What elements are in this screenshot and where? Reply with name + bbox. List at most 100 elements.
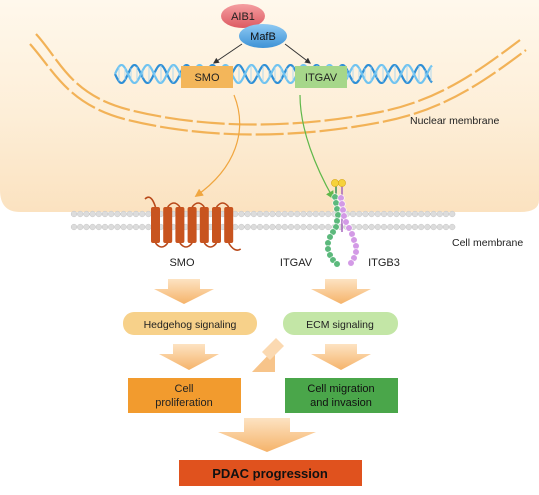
smo-gene-box <box>181 66 233 88</box>
lipid-head <box>405 223 412 231</box>
down-arrow-itg <box>311 279 371 304</box>
lipid-head <box>145 223 152 231</box>
lipid-head <box>256 210 264 218</box>
lipid-head <box>132 223 140 231</box>
lipid-head <box>294 210 301 218</box>
cell-membrane-label: Cell membrane <box>452 237 523 249</box>
nuclear-membrane <box>29 33 527 136</box>
down-arrow-smo <box>154 279 214 304</box>
aib1-ellipse <box>221 4 265 28</box>
lipid-head <box>436 210 443 218</box>
lipid-head <box>318 210 326 218</box>
cell-proliferation-box <box>128 378 241 413</box>
lipid-head <box>250 210 257 218</box>
itgav-gene-label: ITGAV <box>305 72 338 84</box>
ecm-signaling-box <box>283 312 398 335</box>
down-arrow-ecm <box>311 344 371 370</box>
smo-protein-label: SMO <box>169 257 195 269</box>
lipid-head <box>387 223 394 231</box>
lipid-head <box>77 210 84 218</box>
lipid-head <box>139 223 146 231</box>
lipid-head <box>269 223 276 231</box>
lipid-head <box>411 210 419 218</box>
lipid-head <box>126 223 133 231</box>
lipid-head <box>399 210 406 218</box>
smo-transmembrane-helix <box>163 207 173 243</box>
itgav-domain <box>334 211 342 219</box>
lipid-head <box>449 210 456 218</box>
lipid-head <box>442 223 450 231</box>
lipid-head <box>380 210 388 218</box>
itgb3-domain <box>342 218 350 226</box>
itgav-gene-to-integrin-arrow <box>299 94 334 200</box>
lipid-head <box>362 223 369 231</box>
lipid-head <box>325 210 332 218</box>
lipid-head <box>83 210 90 218</box>
itgav-domain <box>332 199 340 207</box>
lipid-head <box>411 223 419 231</box>
integrin-cytoplasmic-tail <box>338 179 346 187</box>
lipid-head <box>145 210 152 218</box>
lipid-head <box>356 210 363 218</box>
lipid-head <box>263 223 270 231</box>
diagonal-crosstalk-arrow <box>252 338 284 372</box>
smo-transmembrane-helix <box>224 207 234 243</box>
lipid-head <box>318 223 326 231</box>
lipid-head <box>238 223 245 231</box>
itgav-domain <box>326 233 334 241</box>
cell-proliferation-label-2: proliferation <box>155 397 212 409</box>
lipid-head <box>306 223 313 231</box>
lipid-head <box>101 223 109 231</box>
itgb3-domain <box>347 259 355 267</box>
lipid-head <box>89 223 96 231</box>
dna-strand <box>114 63 433 85</box>
lipid-head <box>393 210 400 218</box>
lipid-head <box>362 210 369 218</box>
lipid-head <box>325 223 332 231</box>
lipid-head <box>393 223 400 231</box>
lipid-head <box>77 223 84 231</box>
lipid-head <box>430 210 437 218</box>
itgb3-domain <box>338 200 346 208</box>
itgb3-domain <box>348 230 356 238</box>
cell-migration-box <box>285 378 398 413</box>
itgb3-domain <box>337 194 345 202</box>
itgav-gene-box <box>295 66 347 88</box>
lipid-head <box>405 210 412 218</box>
lipid-head <box>449 223 456 231</box>
mafb-ellipse <box>239 24 287 48</box>
smo-transmembrane-helix <box>199 207 209 243</box>
aib1-label: AIB1 <box>231 11 255 23</box>
lipid-head <box>120 210 127 218</box>
cell-migration-label-2: and invasion <box>310 397 372 409</box>
itgb3-domain <box>340 212 348 220</box>
lipid-head <box>238 210 245 218</box>
lipid-head <box>83 223 90 231</box>
lipid-head <box>312 223 319 231</box>
lipid-head <box>442 210 450 218</box>
hedgehog-signaling-box <box>123 312 257 335</box>
lipid-head <box>263 210 270 218</box>
lipid-head <box>244 223 251 231</box>
itgb3-domain <box>352 248 360 256</box>
lipid-head <box>95 223 102 231</box>
cell-proliferation-label-1: Cell <box>175 383 194 395</box>
smo-receptor <box>144 196 242 251</box>
lipid-head <box>349 210 357 218</box>
smo-transmembrane-helix <box>175 207 185 243</box>
lipid-head <box>300 223 307 231</box>
integrin-cytoplasmic-tail <box>331 179 339 187</box>
itgav-domain <box>324 245 332 253</box>
lipid-head <box>399 223 406 231</box>
lipid-head <box>387 210 394 218</box>
itgav-protein-label: ITGAV <box>280 257 313 269</box>
lipid-head <box>250 223 257 231</box>
lipid-head <box>281 210 288 218</box>
lipid-head <box>275 223 282 231</box>
smo-transmembrane-helix <box>187 207 197 243</box>
itgb3-domain <box>350 236 358 244</box>
smo-loops <box>144 196 242 251</box>
lipid-head <box>120 223 127 231</box>
lipid-head <box>281 223 288 231</box>
